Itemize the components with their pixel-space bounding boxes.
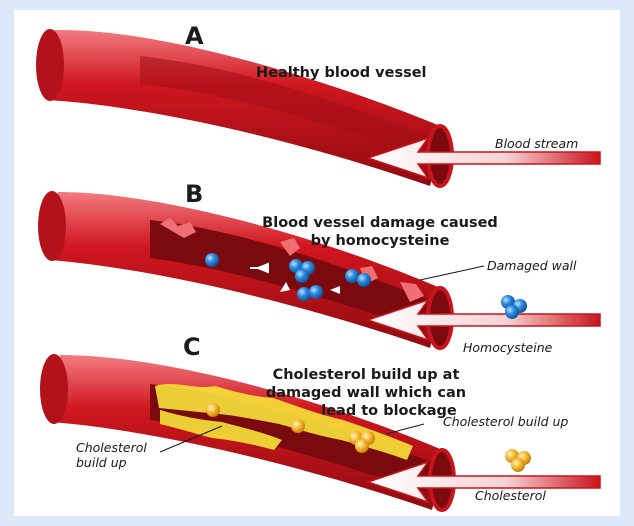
panel-c-title: Cholesterol build up at damaged wall whi…: [254, 366, 478, 420]
panel-a-letter: A: [185, 22, 204, 50]
panel-c-title-line1: Cholesterol build up at: [254, 366, 478, 384]
blood-stream-label: Blood stream: [495, 136, 578, 151]
cholesterol-build-up-right-label: Cholesterol build up: [443, 414, 568, 429]
panel-c-title-line2: damaged wall which can: [254, 384, 478, 402]
panel-b-title: Blood vessel damage caused by homocystei…: [255, 214, 505, 250]
homocysteine-label: Homocysteine: [463, 340, 552, 355]
cholesterol-build-up-left-line1: Cholesterol: [76, 440, 147, 455]
panel-b-title-line1: Blood vessel damage caused: [255, 214, 505, 232]
damaged-wall-label: Damaged wall: [487, 258, 576, 273]
cholesterol-label: Cholesterol: [475, 488, 546, 503]
panel-a-title: Healthy blood vessel: [256, 64, 427, 82]
panel-c-letter: C: [183, 333, 201, 361]
panel-b-title-line2: by homocysteine: [255, 232, 505, 250]
cholesterol-build-up-left-line2: build up: [76, 455, 147, 470]
cholesterol-build-up-left-label: Cholesterol build up: [76, 440, 147, 470]
panel-b-letter: B: [185, 180, 203, 208]
